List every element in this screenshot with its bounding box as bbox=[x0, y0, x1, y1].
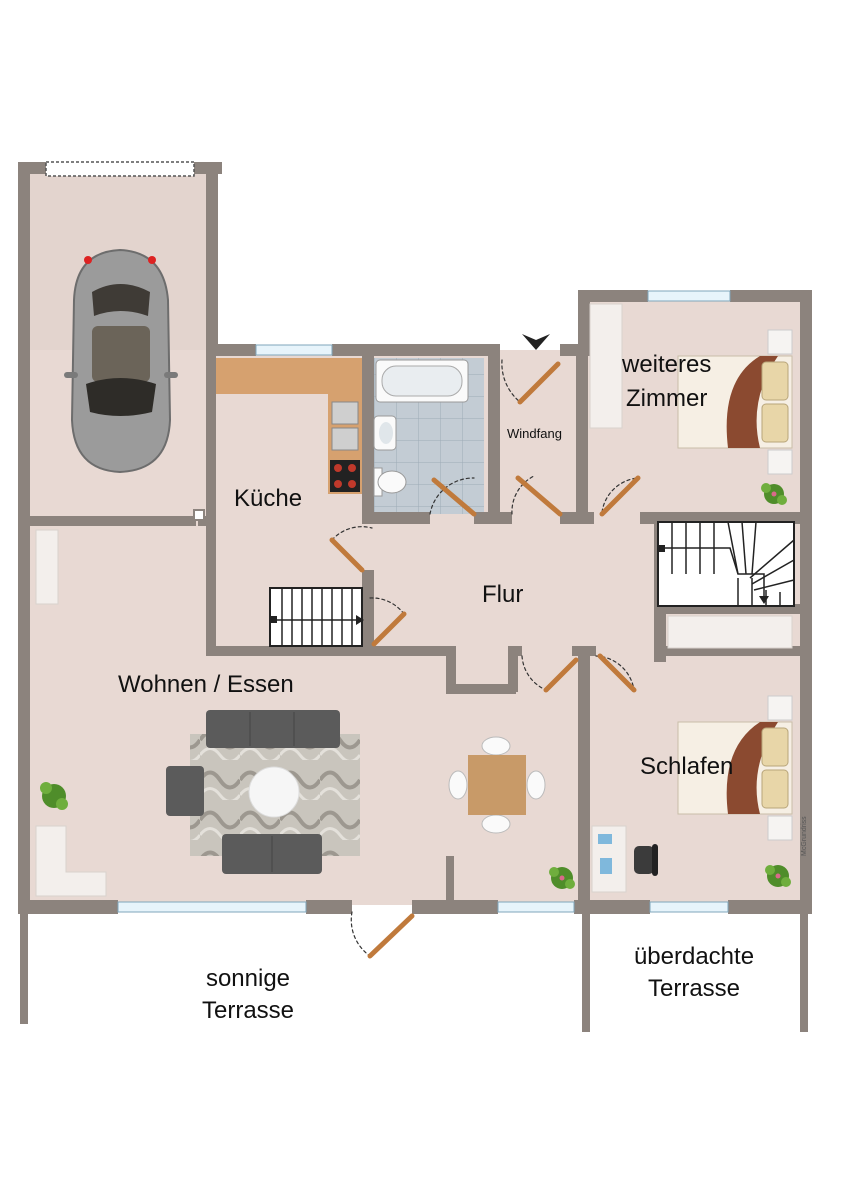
stairs-icon bbox=[657, 521, 795, 607]
bathtub-icon bbox=[375, 359, 469, 403]
plant-icon bbox=[761, 483, 787, 505]
sink-icon bbox=[373, 415, 397, 451]
label-sonnige-line1: sonnige bbox=[206, 965, 290, 992]
label-windfang: Windfang bbox=[507, 426, 562, 441]
laptop bbox=[598, 834, 612, 844]
label-wohnen: Wohnen / Essen bbox=[118, 671, 294, 698]
laptop bbox=[600, 858, 612, 874]
room-labels: Küche Flur Windfang weiteres Zimmer Wohn… bbox=[118, 351, 808, 1024]
wardrobe bbox=[667, 615, 793, 649]
window bbox=[117, 901, 307, 913]
office-chair-icon bbox=[634, 844, 658, 876]
plant-icon bbox=[549, 867, 575, 889]
stove-icon bbox=[330, 460, 360, 492]
label-schlafen: Schlafen bbox=[640, 753, 733, 780]
bedroom-furniture bbox=[591, 615, 793, 893]
window bbox=[649, 901, 729, 913]
window bbox=[255, 344, 333, 356]
kitchen-furniture bbox=[216, 358, 362, 494]
label-sonnige-line2: Terrasse bbox=[202, 997, 294, 1024]
label-zimmer-line2: Zimmer bbox=[626, 385, 707, 412]
label-flur: Flur bbox=[482, 581, 523, 608]
zimmer-furniture bbox=[589, 303, 793, 505]
label-ueberdacht-line1: überdachte bbox=[634, 943, 754, 970]
plant-icon bbox=[40, 782, 68, 810]
entrance-arrow-icon bbox=[522, 334, 550, 350]
sofa-icon bbox=[166, 710, 340, 874]
watermark: McGrundriss bbox=[801, 816, 808, 856]
window bbox=[497, 901, 575, 913]
label-kueche: Küche bbox=[234, 485, 302, 512]
dining-table-icon bbox=[448, 736, 546, 834]
car-icon bbox=[64, 248, 178, 474]
doors bbox=[329, 334, 641, 959]
sink-icon bbox=[331, 401, 359, 451]
garage-door bbox=[45, 161, 195, 177]
shelf bbox=[35, 529, 59, 605]
toilet-icon bbox=[373, 467, 407, 497]
wardrobe bbox=[589, 303, 623, 429]
bathroom-fixtures bbox=[373, 359, 469, 497]
label-ueberdacht-line2: Terrasse bbox=[648, 975, 740, 1002]
kitchen-counter bbox=[216, 358, 362, 394]
bed-icon bbox=[677, 695, 793, 841]
coffee-table-icon bbox=[248, 766, 300, 818]
stairs-icon bbox=[269, 587, 364, 647]
bed-icon bbox=[677, 329, 793, 475]
windows bbox=[45, 161, 731, 913]
shelf bbox=[35, 825, 107, 897]
window bbox=[647, 290, 731, 302]
living-furniture bbox=[35, 529, 575, 897]
label-zimmer-line1: weiteres bbox=[621, 351, 711, 378]
plant-icon bbox=[765, 865, 791, 887]
